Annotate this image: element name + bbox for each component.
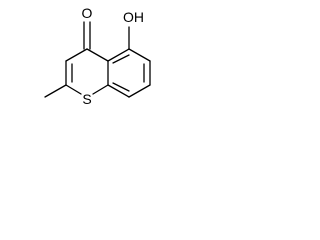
- chemical-structure: O OH S: [44, 5, 151, 107]
- bond-c4a-c5: [107, 48, 130, 62]
- bond-c3-c2-double: [65, 60, 73, 86]
- bond-c5-c6: [128, 48, 151, 62]
- bond-c4-c4a: [86, 48, 109, 62]
- bond-c7-c8: [128, 84, 151, 98]
- bond-c8-c8a-inner: [112, 82, 130, 92]
- carbonyl-double-bond: [83, 21, 91, 50]
- bond-c5-c5inner: [112, 54, 130, 64]
- sulfur-label: S: [82, 91, 91, 107]
- bond-methyl: [44, 84, 67, 98]
- bond-c8-c8a: [107, 84, 130, 98]
- hydroxyl-label: OH: [123, 9, 144, 25]
- bond-c4-c3: [65, 48, 88, 62]
- carbonyl-oxygen-label: O: [82, 5, 93, 21]
- bond-c2-s: [65, 84, 82, 95]
- bond-s-c8a: [92, 84, 109, 95]
